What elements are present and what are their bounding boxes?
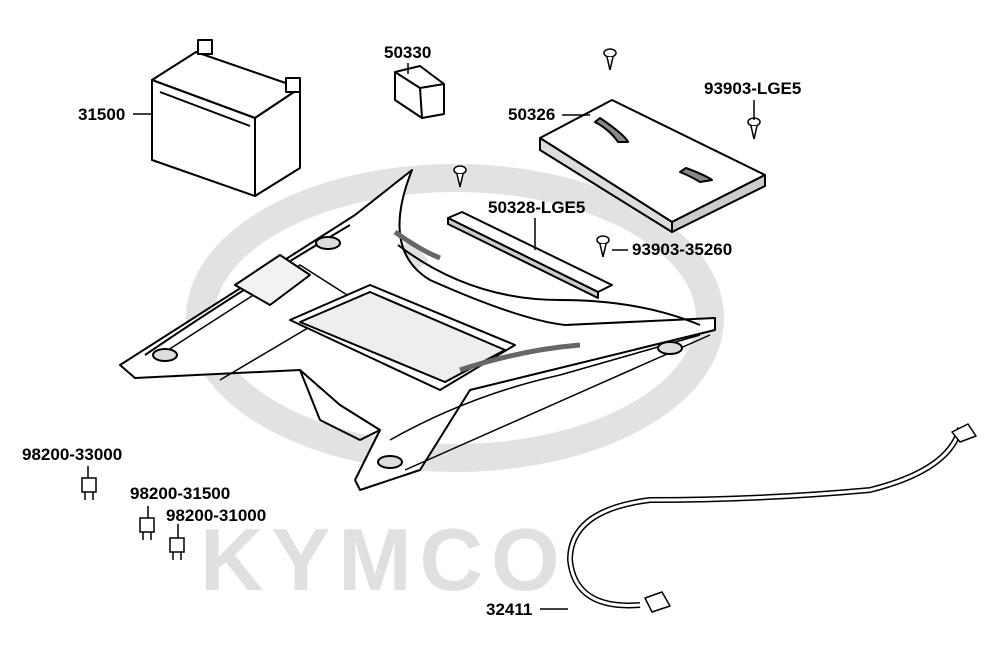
label-50326: 50326: [508, 105, 556, 124]
cable-32411-part: [567, 423, 977, 613]
leader-lines: [87, 63, 755, 610]
label-50328-lge5: 50328-LGE5: [488, 198, 586, 217]
screw-top-icon: [603, 48, 617, 71]
kymco-watermark-text: KYMCO: [200, 510, 568, 609]
fuse-31000-icon: [169, 537, 185, 560]
label-98200-31500: 98200-31500: [130, 484, 231, 503]
label-93903-35260: 93903-35260: [632, 240, 733, 259]
fuse-33000-icon: [81, 477, 97, 500]
label-50330: 50330: [384, 43, 432, 62]
cover-50326-part: [539, 99, 766, 233]
label-battery: 31500: [78, 105, 126, 124]
battery-part: [151, 39, 301, 197]
strip-50328-part: [447, 211, 613, 299]
fuse-31500-icon: [139, 517, 155, 540]
pad-50330-part: [394, 65, 445, 119]
screw-lge5-icon: [747, 117, 761, 140]
floor-board-part: [119, 169, 716, 491]
label-98200-31000: 98200-31000: [166, 506, 267, 525]
label-32411: 32411: [486, 600, 533, 619]
screw-mid-icon: [453, 165, 467, 188]
screw-35260-icon: [596, 235, 610, 258]
label-98200-33000: 98200-33000: [22, 445, 123, 464]
label-93903-lge5: 93903-LGE5: [704, 79, 802, 98]
